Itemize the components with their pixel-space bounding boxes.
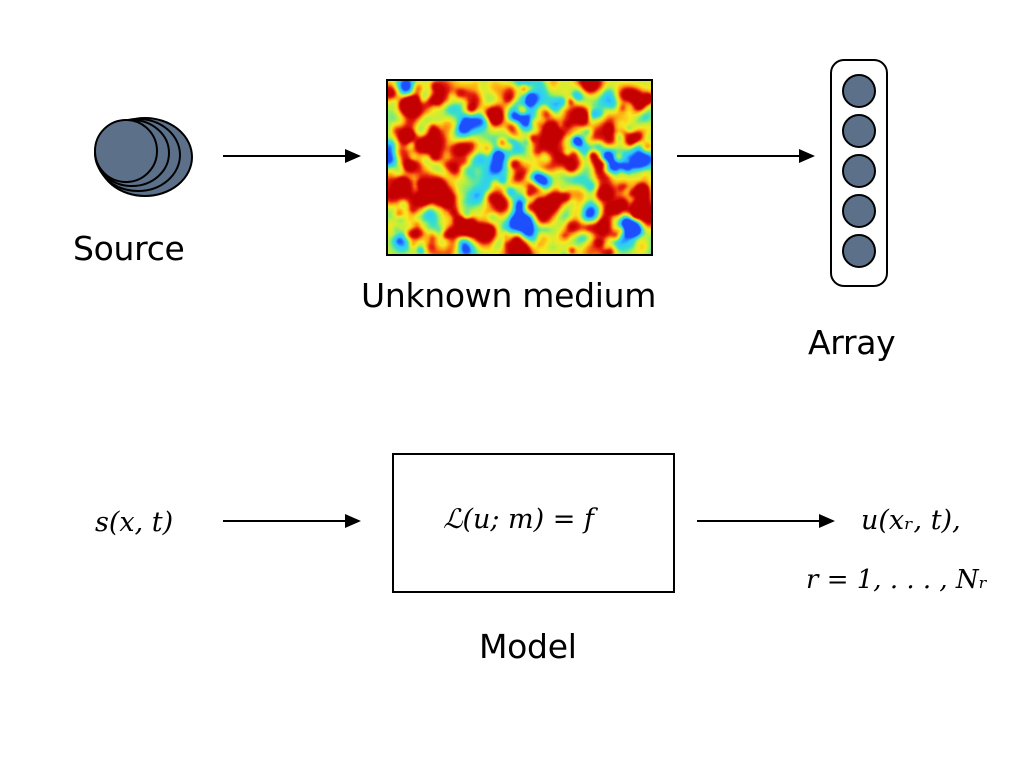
source-label: Source bbox=[73, 229, 185, 268]
random-field-heatmap bbox=[388, 81, 651, 254]
receiver-circle bbox=[842, 114, 876, 148]
model-equation: ℒ(u; m) = f bbox=[443, 504, 594, 535]
receiver-circle bbox=[842, 74, 876, 108]
receiver-circle bbox=[842, 194, 876, 228]
model-label: Model bbox=[479, 627, 577, 666]
unknown-medium-label: Unknown medium bbox=[361, 276, 657, 315]
model-box: ℒ(u; m) = f bbox=[392, 453, 675, 593]
receiver-circle bbox=[842, 154, 876, 188]
unknown-medium-image bbox=[386, 79, 653, 256]
receiver-circle bbox=[842, 234, 876, 268]
source-function: s(x, t) bbox=[95, 507, 174, 538]
model-to-output-arrow bbox=[697, 514, 835, 528]
receiver-array bbox=[830, 59, 888, 287]
output-data-line1: u(xᵣ, t), bbox=[861, 505, 961, 536]
input-to-model-arrow bbox=[223, 514, 361, 528]
array-label: Array bbox=[808, 323, 896, 362]
source-icon bbox=[92, 107, 194, 197]
medium-to-array-arrow bbox=[677, 149, 815, 163]
output-data-line2: r = 1, . . . , Nᵣ bbox=[806, 565, 988, 595]
source-to-medium-arrow bbox=[223, 149, 361, 163]
